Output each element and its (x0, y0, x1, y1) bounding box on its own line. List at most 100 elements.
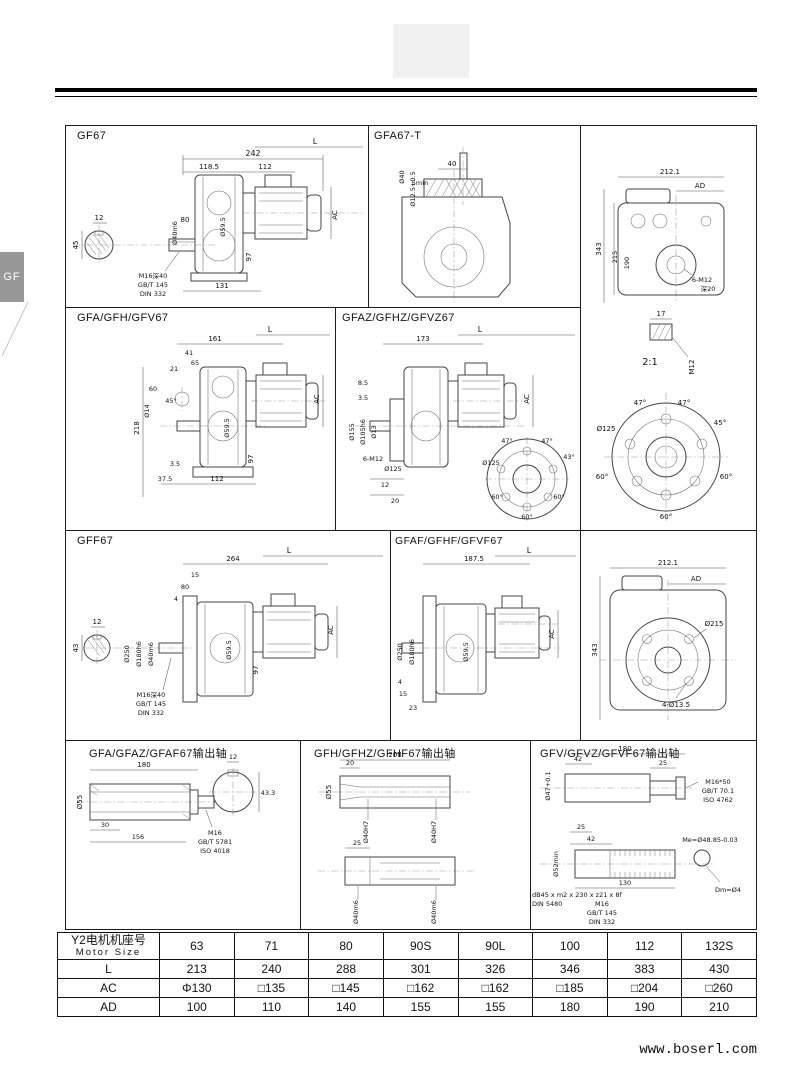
dim-label: AC (327, 625, 335, 635)
dim-label: 12 (95, 214, 104, 222)
dim-label: 65 (191, 359, 199, 367)
dim-label: Ø40m6 (352, 900, 360, 924)
dim-label: Ø105h6 (359, 419, 367, 445)
table-cell: 155 (382, 996, 459, 1017)
table-cell: □162 (457, 977, 534, 998)
row-label: AC (57, 977, 160, 998)
dim-label: 20 (346, 759, 354, 767)
dim-label: Ø155 (348, 423, 356, 441)
dim-label: Ø180h6 (408, 639, 416, 665)
panel-shaft-v: GFV/GFVZ/GFVF67输出轴 180 42 25 Ø47+0.1 M16… (530, 740, 757, 930)
dim-label: 42 (587, 835, 595, 843)
dim-label: 208 (388, 751, 401, 759)
dim-label: 6-M12 (363, 455, 383, 463)
table-cell: 140 (308, 996, 384, 1017)
grid-line (300, 740, 301, 930)
dim-label: GB/T 145 (138, 281, 168, 289)
dim-label: M16*50 (705, 778, 730, 786)
dim-label: L (478, 325, 483, 334)
dim-label: 21 (170, 365, 178, 373)
dim-label: AC (523, 394, 531, 404)
drawing-grid-border (65, 125, 757, 930)
table-cell: 112 (606, 932, 683, 960)
dim-label: Ø250 (123, 645, 131, 663)
dim-label: 45 (72, 241, 80, 250)
table-cell: 80 (308, 932, 384, 960)
table-cell: 100 (159, 996, 235, 1017)
panel-gfa-gfh-gfv67: GFA/GFH/GFV67 161 L 41 6 (65, 307, 335, 530)
table-cell: 346 (532, 958, 608, 979)
dim-label: 97 (247, 455, 255, 464)
dim-label: 3.5 (170, 460, 180, 468)
panel-title: GF67 (77, 130, 107, 142)
dim-label: M16 (208, 829, 222, 837)
dim-label: 43.3 (261, 789, 275, 797)
table-cell: 155 (457, 996, 534, 1017)
dim-label: M16 (595, 900, 609, 908)
dim-label: GB/T 145 (587, 909, 617, 917)
side-tab-gf: GF (0, 252, 24, 302)
panel-title: GFH/GFHZ/GFHF67输出轴 (314, 748, 456, 760)
dim-label: 190 (623, 257, 631, 269)
dim-label: 218 (133, 421, 141, 434)
table-cell: 71 (233, 932, 310, 960)
dim-label: 97 (245, 253, 253, 262)
dim-label: 97 (252, 666, 260, 675)
gfa67-drawing: 161 L 41 65 21 60 Ø14 218 45° Ø59.5 3.5 … (133, 325, 330, 497)
table-cell: 326 (457, 958, 534, 979)
dim-label: Ø59.5 (223, 418, 231, 438)
dim-label: 173 (416, 335, 429, 343)
panel-gfaf-gfhf-gfvf67: GFAF/GFHF/GFVF67 187.5 L Ø250 Ø180h6 Ø5 (390, 530, 580, 740)
table-cell: □135 (233, 977, 310, 998)
panel-side-views: 212.1 AD 343 215 190 6-M12 深20 17 2:1 M1… (580, 125, 757, 530)
dim-label: 15 (399, 690, 407, 698)
dim-label: 17 (657, 310, 666, 318)
dim-label: 60 (149, 385, 157, 393)
dim-label: Me=Ø48.85-0.03 (682, 836, 738, 844)
dim-label: 215 (611, 251, 619, 263)
panel-title: GFA/GFAZ/GFAF67输出轴 (89, 748, 228, 760)
dim-label: 112 (258, 163, 271, 171)
table-cell: 90L (457, 932, 534, 960)
panel-title: GFA/GFH/GFV67 (77, 312, 169, 324)
dim-label: L (287, 546, 292, 555)
dim-label: M12 (688, 360, 696, 375)
dim-label: 161 (208, 335, 221, 343)
dim-label: 343 (595, 242, 603, 255)
dim-label: 20 (391, 497, 399, 505)
dim-label: dB45 x m2 x 230 x z21 x 8f (532, 891, 622, 899)
side-tab-label: GF (3, 271, 21, 283)
dim-label: 45° (714, 419, 726, 427)
table-cell: 132S (681, 932, 757, 960)
dim-label: 112 (210, 475, 223, 483)
dim-label: 5min (412, 179, 428, 187)
panel-gfa67t: GFA67-T 40 5min Ø40 Ø12.5+0.5 (368, 125, 580, 307)
dim-label: AC (313, 394, 321, 404)
dim-label: Ø59.5 (462, 642, 470, 662)
dim-label: Ø125 (597, 425, 616, 433)
dim-label: Ø47+0.1 (544, 771, 552, 800)
dim-label: 60° (660, 513, 672, 521)
dim-label: Ø40m6 (430, 900, 438, 924)
table-cell: 90S (382, 932, 459, 960)
dim-label: 47° (501, 437, 513, 445)
table-cell: 213 (159, 958, 235, 979)
dim-label: Ø250 (396, 643, 404, 661)
panel-gff67: GFF67 12 43 264 (65, 530, 390, 740)
grid-line (368, 125, 369, 307)
grid-line (65, 740, 757, 741)
header-rule-thick (55, 88, 757, 92)
shaft-a-drawing: 180 12 Ø55 30 156 M16 GB/T 5781 ISO 4018… (76, 753, 275, 855)
dim-label: Ø180h6 (135, 641, 143, 667)
dim-label: 60° (491, 493, 503, 501)
table-cell: 63 (159, 932, 235, 960)
dim-label: 12 (229, 753, 237, 761)
dim-label: Ø40H7 (430, 821, 438, 843)
dim-label: 45° (165, 397, 177, 405)
dim-label: 4 (174, 595, 178, 603)
dim-label: 187.5 (464, 555, 484, 563)
dim-label: 212.1 (658, 559, 678, 567)
table-cell: 180 (532, 996, 608, 1017)
gff67-drawing: 12 43 264 L 15 80 4 Ø250 Ø180h6 (72, 546, 383, 717)
